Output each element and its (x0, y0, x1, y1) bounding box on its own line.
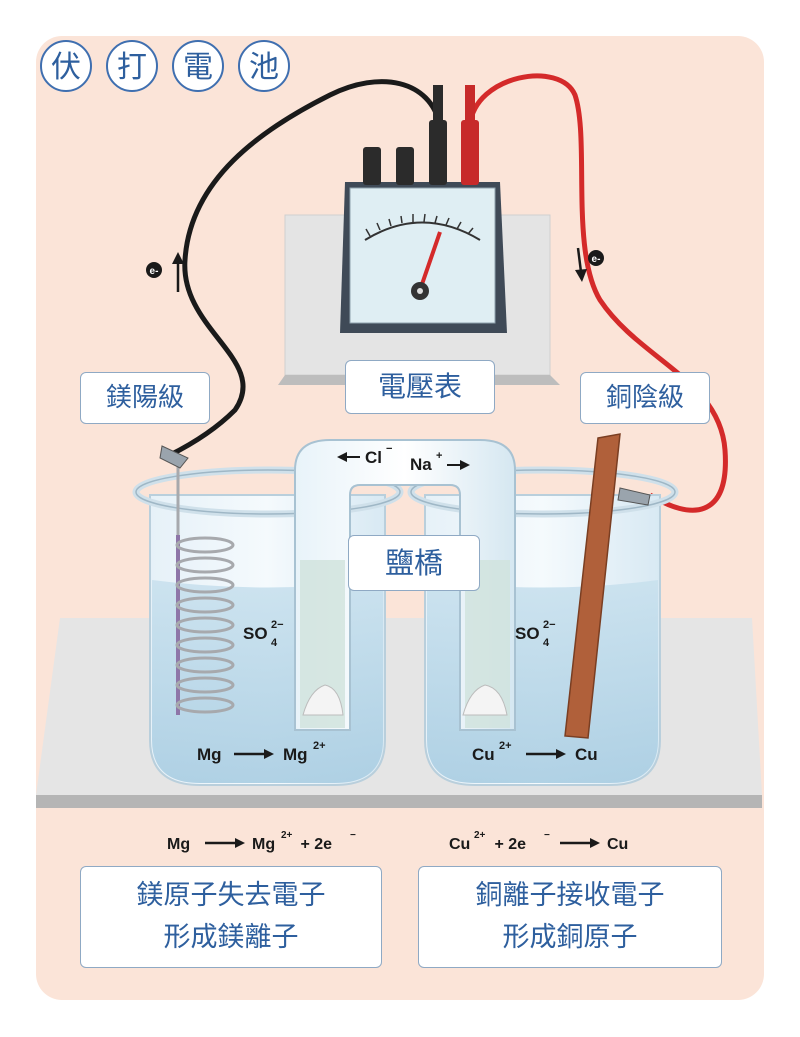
electron-arrow-left: e- (146, 252, 184, 292)
svg-text:2−: 2− (543, 619, 556, 631)
svg-text:2+: 2+ (499, 740, 512, 752)
svg-text:+ 2e: + 2e (490, 836, 526, 853)
svg-text:2+: 2+ (474, 830, 486, 841)
right-caption: 銅離子接收電子 形成銅原子 (418, 866, 722, 968)
right-half-equation: Cu 2+ + 2e − Cu (449, 830, 628, 853)
title-char-1: 伏 (40, 40, 92, 92)
svg-text:Mg: Mg (167, 836, 190, 853)
right-beaker-reaction: Cu 2+ Cu (472, 740, 598, 764)
svg-text:Cu: Cu (607, 836, 628, 853)
svg-text:Mg: Mg (197, 745, 222, 764)
red-wire (467, 73, 728, 513)
svg-text:Cu: Cu (472, 745, 495, 764)
title-char-3: 電 (172, 40, 224, 92)
left-half-equation: Mg Mg 2+ + 2e − (167, 830, 356, 853)
svg-text:−: − (350, 830, 356, 841)
bridge-ion-na: Na + (410, 450, 470, 474)
svg-text:2+: 2+ (281, 830, 293, 841)
bridge-ion-cl: Cl − (337, 443, 392, 467)
cathode-label: 銅陰級 (580, 372, 710, 424)
left-anion-label: SO 4 2− (243, 619, 284, 649)
svg-text:Na: Na (410, 455, 432, 474)
voltmeter-terminals (363, 85, 479, 185)
title-char-4: 池 (238, 40, 290, 92)
left-beaker (132, 466, 404, 786)
black-wire (168, 79, 443, 458)
left-caption: 鎂原子失去電子 形成鎂離子 (80, 866, 382, 968)
svg-text:+: + (436, 450, 442, 462)
svg-text:Mg: Mg (252, 836, 275, 853)
svg-text:SO: SO (515, 624, 540, 643)
right-caption-line-1: 銅離子接收電子 (475, 880, 665, 911)
svg-text:−: − (386, 443, 392, 455)
cotton-plug-right (462, 684, 508, 716)
svg-text:e-: e- (150, 266, 159, 277)
svg-text:Cl: Cl (365, 448, 382, 467)
left-clip (159, 445, 189, 469)
right-caption-line-2: 形成銅原子 (502, 922, 638, 953)
salt-bridge-label: 鹽橋 (348, 535, 480, 591)
svg-text:2+: 2+ (313, 740, 326, 752)
left-caption-line-2: 形成鎂離子 (163, 922, 299, 953)
svg-text:Mg: Mg (283, 745, 308, 764)
meter-needle (418, 231, 442, 291)
right-anion-label: SO 4 2− (515, 619, 556, 649)
voltmeter-label: 電壓表 (345, 360, 495, 414)
title-char-2: 打 (106, 40, 158, 92)
electron-arrow-right: e- (575, 247, 604, 282)
cotton-plug-left (302, 684, 344, 716)
magnesium-coil-electrode (175, 460, 235, 715)
svg-text:4: 4 (543, 637, 550, 649)
svg-text:e-: e- (592, 254, 601, 265)
anode-label: 鎂陽級 (80, 372, 210, 424)
svg-text:+ 2e: + 2e (296, 836, 332, 853)
svg-text:4: 4 (271, 637, 278, 649)
right-clip (617, 487, 651, 506)
svg-text:Cu: Cu (575, 745, 598, 764)
svg-text:2−: 2− (271, 619, 284, 631)
copper-strip-electrode (564, 433, 621, 739)
svg-text:Cu: Cu (449, 836, 470, 853)
svg-text:SO: SO (243, 624, 268, 643)
left-caption-line-1: 鎂原子失去電子 (136, 880, 326, 911)
svg-text:−: − (544, 830, 550, 841)
left-beaker-reaction: Mg Mg 2+ (197, 740, 326, 764)
meter-scale (364, 221, 481, 241)
